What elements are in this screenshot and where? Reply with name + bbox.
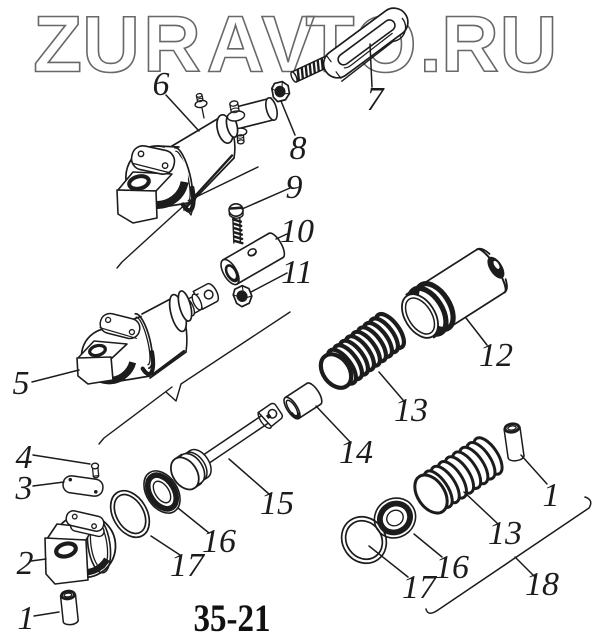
svg-text:5: 5 (13, 365, 30, 402)
svg-text:A: A (207, 0, 265, 89)
svg-text:1: 1 (543, 477, 560, 514)
svg-text:17: 17 (170, 547, 206, 584)
svg-text:R: R (143, 0, 201, 89)
svg-text:18: 18 (525, 566, 559, 603)
svg-text:U: U (82, 0, 140, 89)
svg-text:7: 7 (367, 81, 386, 118)
svg-text:2: 2 (17, 545, 34, 582)
svg-text:.: . (419, 0, 441, 89)
svg-text:3: 3 (15, 470, 33, 507)
svg-text:13: 13 (488, 515, 522, 552)
svg-text:6: 6 (153, 66, 170, 103)
svg-text:16: 16 (202, 523, 236, 560)
svg-text:9: 9 (286, 169, 303, 206)
svg-text:4: 4 (16, 439, 33, 476)
svg-text:17: 17 (402, 569, 438, 606)
svg-text:16: 16 (435, 549, 469, 586)
svg-text:10: 10 (280, 213, 314, 250)
svg-text:R: R (441, 0, 499, 89)
svg-text:1: 1 (18, 600, 35, 637)
svg-text:14: 14 (339, 434, 373, 471)
svg-text:11: 11 (281, 254, 312, 291)
svg-text:35-21: 35-21 (194, 597, 271, 638)
svg-text:U: U (500, 0, 558, 89)
svg-text:Z: Z (33, 0, 82, 89)
svg-text:15: 15 (260, 485, 294, 522)
svg-text:8: 8 (290, 130, 307, 167)
svg-text:13: 13 (394, 392, 428, 429)
svg-text:12: 12 (479, 337, 513, 374)
